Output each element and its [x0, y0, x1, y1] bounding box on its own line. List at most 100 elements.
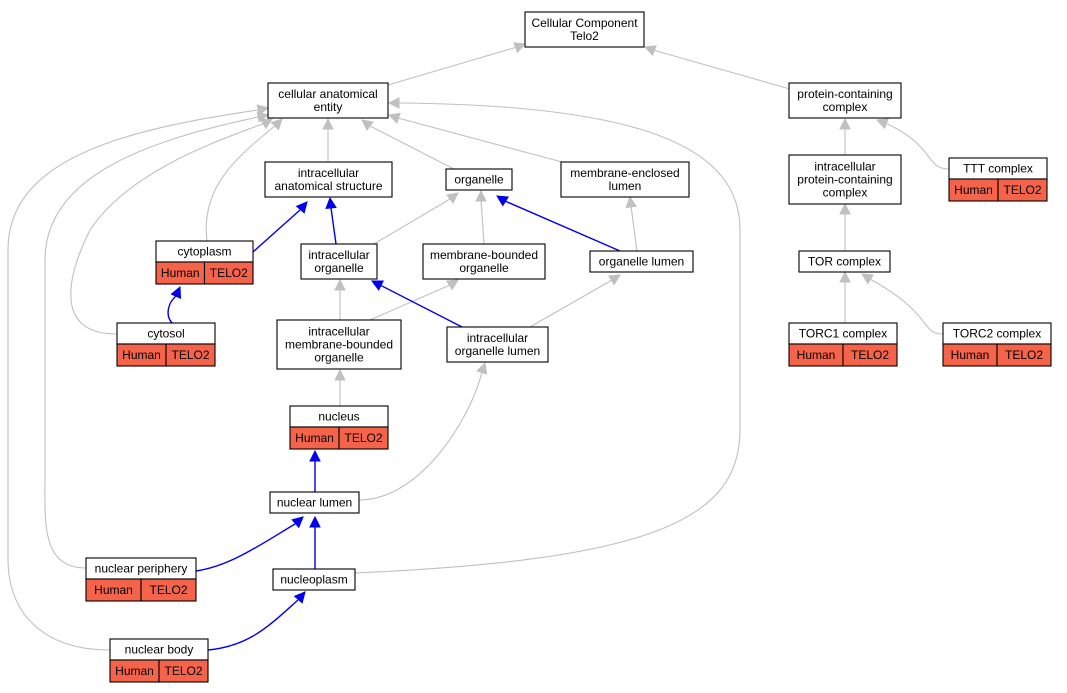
gene-label[interactable]: TELO2 — [1003, 183, 1041, 197]
gene-label[interactable]: TELO2 — [344, 431, 382, 445]
gene-label[interactable]: TELO2 — [149, 583, 187, 597]
edge-pcc-to-cc — [643, 45, 791, 90]
edge-iol-to-io — [371, 280, 463, 328]
term-label: cytoplasm — [177, 245, 231, 259]
term-label: Cellular Component — [531, 16, 638, 30]
arrowhead-icon — [325, 196, 337, 210]
term-box — [788, 82, 902, 119]
term-label: organelle lumen — [455, 344, 540, 358]
arrowhead-icon — [387, 112, 401, 124]
term-label: complex — [823, 100, 868, 114]
arrowhead-icon — [608, 274, 621, 286]
edge-ttt-to-pcc — [875, 118, 950, 170]
arrowhead-icon — [476, 361, 488, 375]
term-node-organelle[interactable]: organelle — [445, 168, 513, 191]
term-box — [788, 154, 902, 205]
term-label: organelle — [314, 351, 364, 365]
term-box — [276, 319, 402, 370]
edge-line — [195, 523, 296, 572]
term-label: TOR complex — [808, 255, 881, 269]
term-label: intracellular — [298, 166, 359, 180]
term-box — [300, 243, 378, 280]
edge-nucleoplasm-to-nl — [309, 515, 321, 569]
term-label: organelle — [454, 173, 504, 187]
gene-label[interactable]: TELO2 — [171, 348, 209, 362]
term-label: cytosol — [147, 327, 184, 341]
gene-cell — [338, 426, 389, 450]
arrowhead-icon — [839, 202, 851, 215]
gene-cell — [842, 343, 898, 367]
term-label: TORC1 complex — [799, 327, 887, 341]
term-node-nl[interactable]: nuclear lumen — [269, 491, 360, 514]
gene-label[interactable]: TELO2 — [1005, 348, 1043, 362]
edge-cytosol-to-cae — [70, 118, 273, 335]
arrowhead-icon — [295, 201, 308, 214]
edge-cae-to-cc — [387, 42, 527, 86]
species-label: Human — [115, 664, 154, 678]
term-label: intracellular — [814, 160, 875, 174]
gene-label[interactable]: TELO2 — [164, 664, 202, 678]
gene-label[interactable]: TELO2 — [851, 348, 889, 362]
term-node-tor[interactable]: TOR complex — [798, 250, 891, 273]
edge-torc2-to-tor — [861, 273, 944, 335]
term-label: complex — [823, 186, 868, 200]
edge-line — [252, 209, 301, 253]
gene-cell — [140, 578, 197, 602]
gene-label[interactable]: TELO2 — [210, 266, 248, 280]
arrowhead-icon — [446, 192, 459, 204]
term-box — [524, 11, 645, 48]
arrowhead-icon — [387, 97, 400, 109]
arrowhead-icon — [334, 278, 346, 291]
edge-ipcc-to-pcc — [839, 117, 851, 155]
edge-ol-to-mel — [625, 195, 638, 252]
term-node-nucleoplasm[interactable]: nucleoplasm — [272, 568, 356, 591]
species-label: Human — [797, 348, 836, 362]
term-node-ol[interactable]: organelle lumen — [589, 250, 694, 273]
edge-mbo-to-organelle — [475, 189, 487, 245]
term-box — [422, 243, 546, 280]
edge-line — [630, 205, 638, 252]
edge-imbo-to-io — [334, 278, 346, 320]
edge-line — [397, 117, 563, 163]
annotation-row: Human TELO2 — [788, 343, 898, 367]
edge-organelle-to-cae — [361, 119, 455, 170]
edge-nucleoplasm-to-cae — [354, 97, 741, 574]
gene-cell — [203, 261, 254, 285]
edge-cytosol-to-cytoplasm — [167, 285, 182, 324]
edge-line — [652, 49, 791, 90]
edge-line — [369, 284, 451, 321]
term-box — [446, 326, 549, 363]
species-label: Human — [295, 431, 334, 445]
arrowhead-icon — [361, 119, 374, 131]
term-label: membrane-enclosed — [570, 166, 679, 180]
arrowhead-icon — [625, 195, 637, 209]
edge-line — [504, 200, 621, 252]
arrowhead-icon — [334, 368, 346, 381]
term-label: anatomical structure — [274, 179, 382, 193]
arrowhead-icon — [496, 195, 509, 207]
edge-line — [369, 125, 455, 170]
term-box — [264, 161, 393, 198]
